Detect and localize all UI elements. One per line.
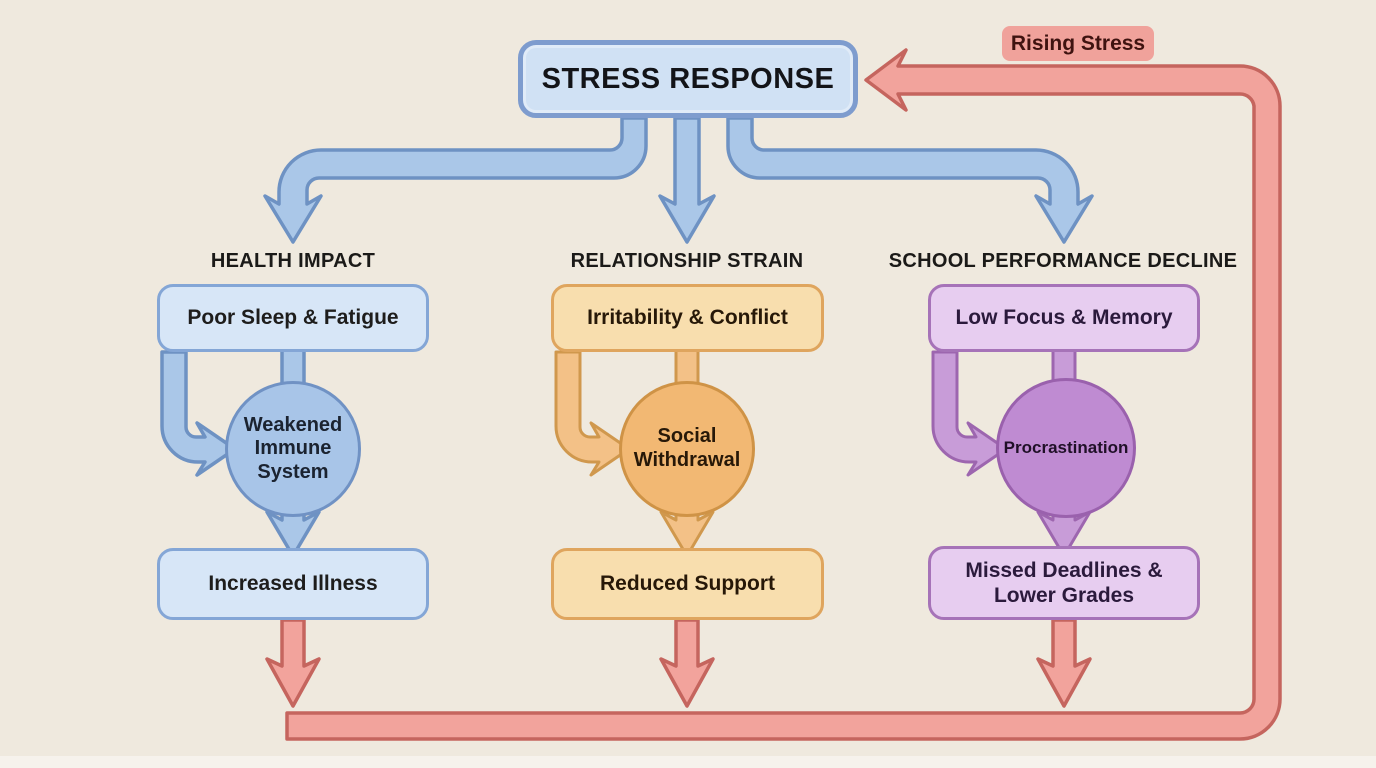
header-school-performance-decline: SCHOOL PERFORMANCE DECLINE <box>888 249 1238 272</box>
school-elbow-arrow <box>931 350 1008 477</box>
branch-arrow-school <box>726 116 1094 244</box>
rising-stress-label: Rising Stress <box>1002 26 1154 61</box>
bottom-light-strip <box>0 756 1376 768</box>
header-relationship-strain: RELATIONSHIP STRAIN <box>570 249 804 272</box>
relationship-stage2-label: Social Withdrawal <box>633 425 741 471</box>
health-stage2-circle: Weakened Immune System <box>225 381 361 517</box>
relationship-stage1-label: Irritability & Conflict <box>587 306 788 330</box>
stress-response-title: STRESS RESPONSE <box>541 62 835 95</box>
health-stage2-label: Weakened Immune System <box>243 413 343 483</box>
school-stage2-circle: Procrastination <box>996 378 1136 518</box>
relationship-to-loop-arrow <box>659 618 715 708</box>
health-stage1-label: Poor Sleep & Fatigue <box>187 306 399 330</box>
health-elbow-arrow <box>160 350 237 477</box>
health-stage3-box: Increased Illness <box>157 548 429 620</box>
header-health-impact: HEALTH IMPACT <box>210 249 376 272</box>
branch-arrow-health <box>263 116 648 244</box>
rising-stress-loop-arrow <box>285 48 1282 741</box>
health-to-loop-arrow <box>265 618 321 708</box>
health-stage1-box: Poor Sleep & Fatigue <box>157 284 429 352</box>
relationship-elbow-arrow <box>554 350 631 477</box>
relationship-stage3-box: Reduced Support <box>551 548 824 620</box>
school-stage3-label: Missed Deadlines & Lower Grades <box>965 558 1163 607</box>
relationship-stage3-label: Reduced Support <box>599 572 775 596</box>
relationship-stage2-circle: Social Withdrawal <box>619 381 755 517</box>
branch-arrow-relationship <box>658 116 716 244</box>
school-stage3-box: Missed Deadlines & Lower Grades <box>928 546 1200 620</box>
school-stage1-label: Low Focus & Memory <box>955 306 1173 330</box>
relationship-stage1-box: Irritability & Conflict <box>551 284 824 352</box>
school-stage2-label: Procrastination <box>1003 437 1129 457</box>
stress-response-node: STRESS RESPONSE <box>518 40 858 118</box>
school-stage1-box: Low Focus & Memory <box>928 284 1200 352</box>
health-stage3-label: Increased Illness <box>208 572 378 596</box>
school-to-loop-arrow <box>1036 618 1092 708</box>
